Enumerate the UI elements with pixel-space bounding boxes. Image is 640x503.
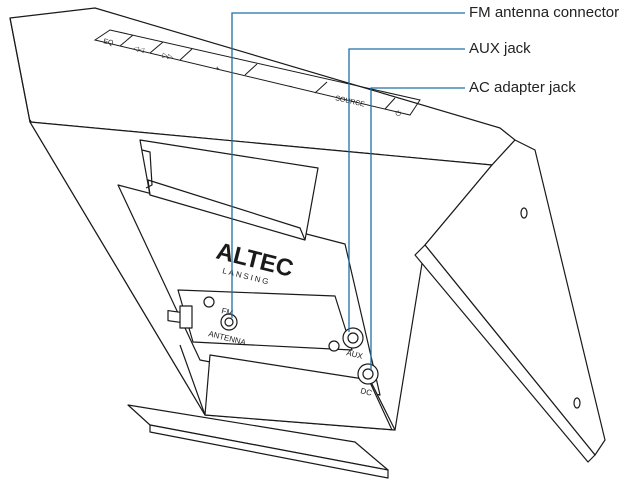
callout-lines [231,12,465,370]
callout-fm-antenna: FM antenna connector [469,4,620,21]
stand-foot-edge [149,424,389,479]
right-side-edge [414,244,596,463]
port-label-fm: FM [221,306,235,318]
callout-line-ac [370,87,465,370]
callout-line-aux [348,48,465,332]
button-prev-label: ◁◁ [133,45,146,54]
screw-left [203,296,215,308]
callout-ac-adapter: AC adapter jack [469,79,576,96]
connector-panel [177,289,353,351]
button-plus-label: + [215,65,221,73]
callout-line-fm [231,12,465,318]
button-next-label: ▷▷ [162,52,175,61]
port-label-dc: DC [360,386,374,398]
side-hole-bottom [573,397,581,409]
screw-right [328,340,340,352]
side-hole-top [520,207,528,219]
port-label-aux: AUX [346,348,365,361]
button-eq-label: EQ [103,38,115,47]
button-strip [93,29,421,116]
button-minus-label: − [288,83,294,91]
callout-aux-jack: AUX jack [469,40,531,57]
button-power-label: ⏻ [395,109,403,118]
